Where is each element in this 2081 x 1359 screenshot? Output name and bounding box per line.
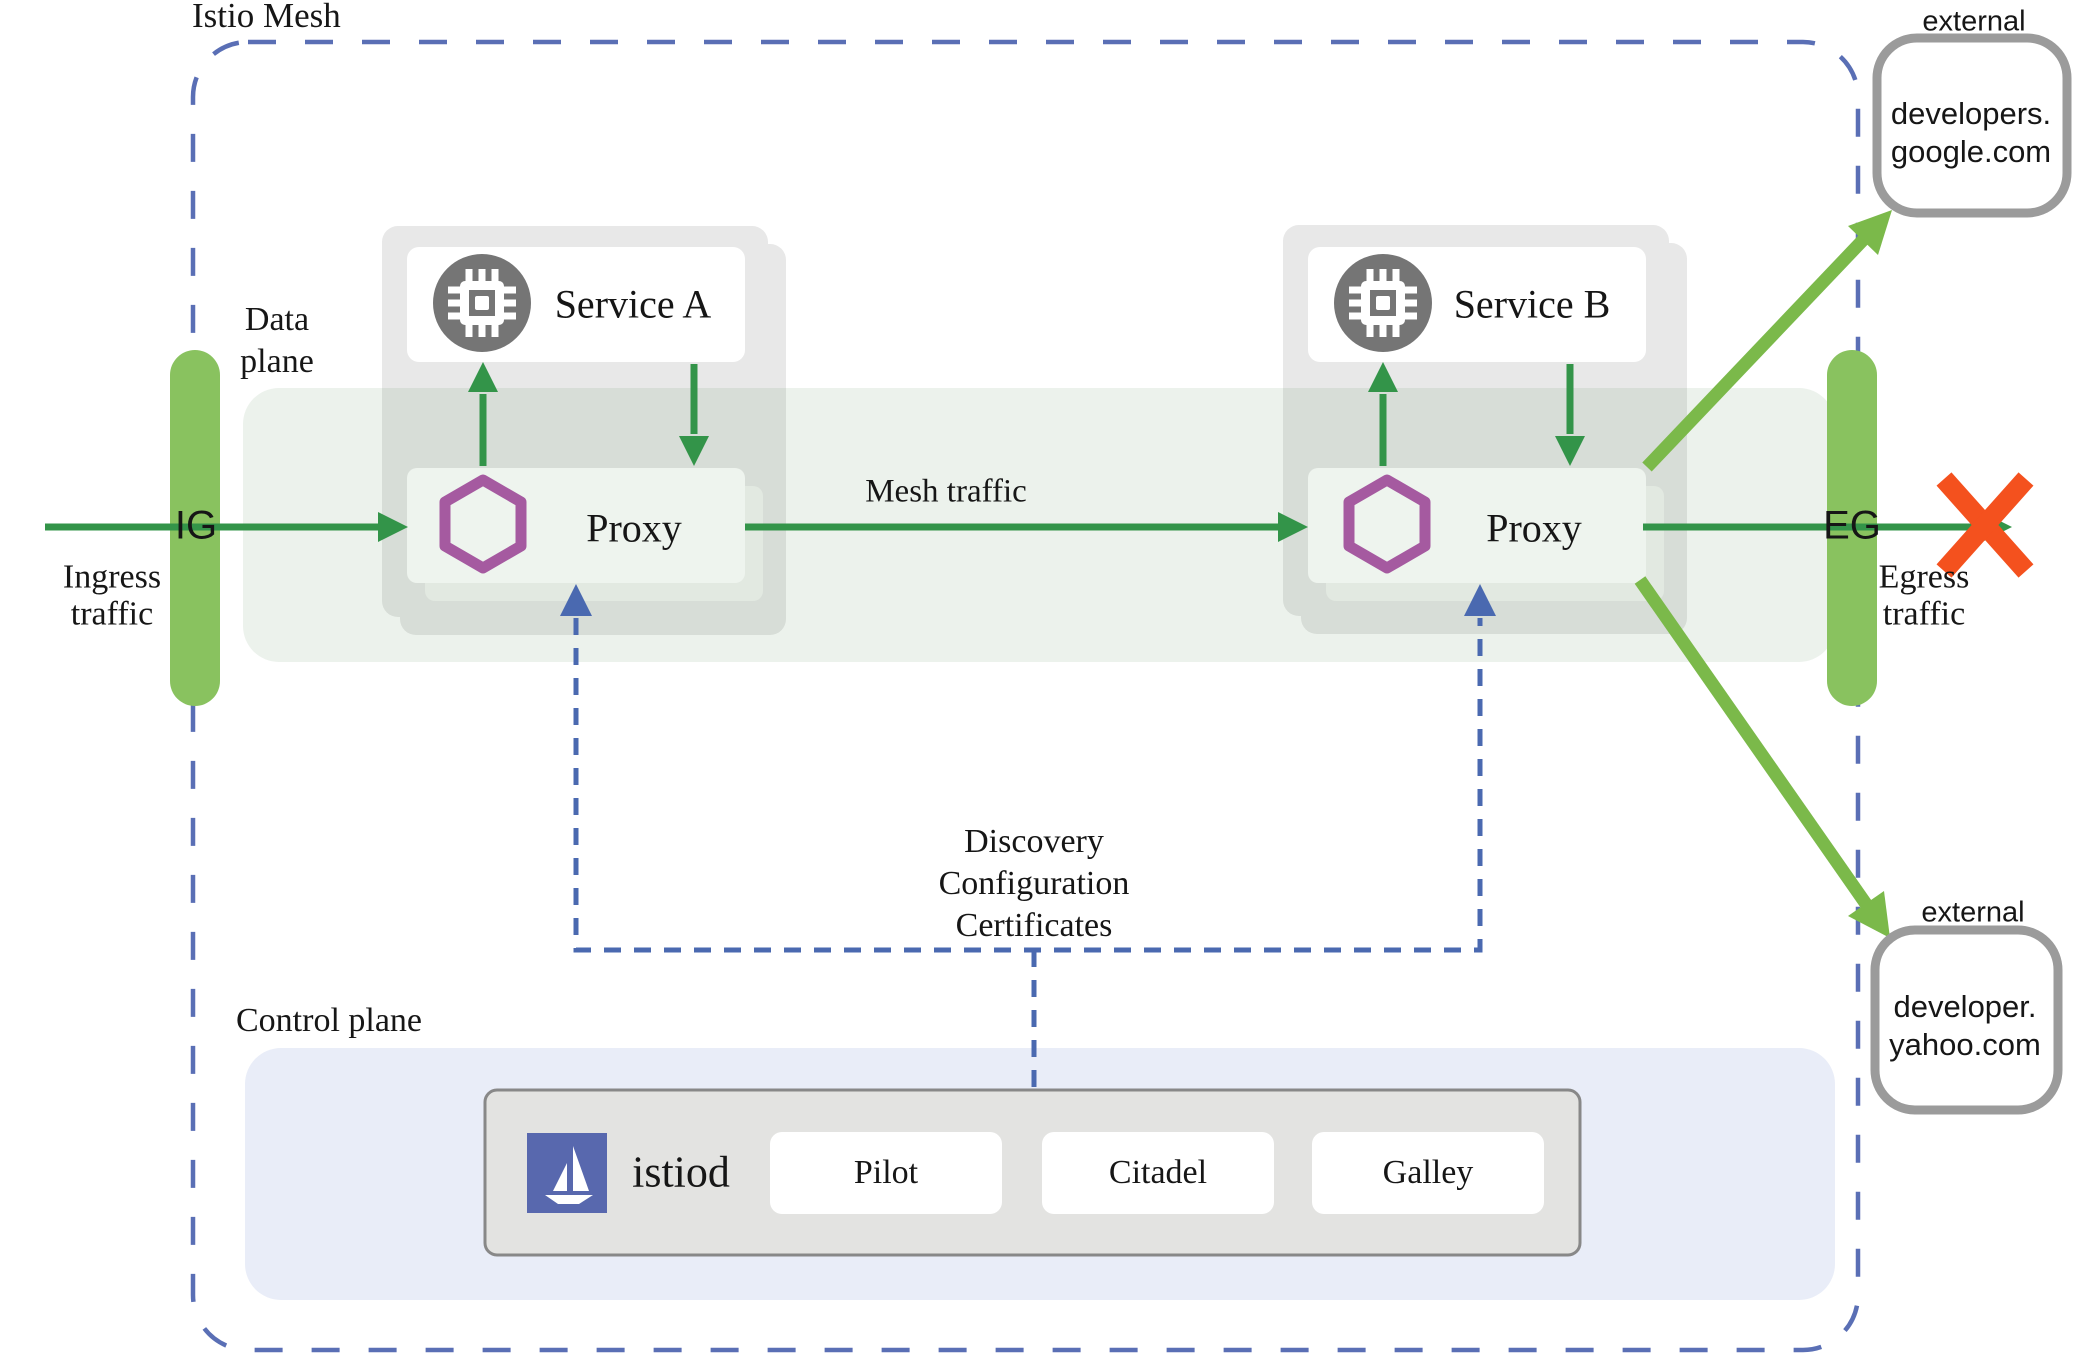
galley-label: Galley [1382,1154,1474,1191]
istiod-box [483,1088,1582,1257]
traffic-arrows [45,362,2012,542]
blocked-x-icon [1936,472,2034,578]
ingress-gateway-label: IG [174,503,218,548]
config-arrowhead-proxy-b [1464,584,1496,616]
proxy-a-hexagon-icon [439,474,527,574]
istiod-label: istiod [632,1147,730,1197]
citadel-box [1042,1132,1274,1214]
config-arrowhead-proxy-a [560,584,592,616]
mesh-traffic-arrow [745,512,1308,542]
pilot-label: Pilot [853,1154,919,1191]
proxy-a-to-service-a-arrow [468,362,498,466]
external-arrows [1634,210,1892,938]
external-google-box [1872,33,2072,218]
service-b-cpu-icon [1334,254,1432,352]
proxy-a-label: Proxy [586,505,682,551]
external-yahoo-box [1870,925,2063,1115]
proxy-b-to-service-b-arrow [1368,362,1398,466]
proxy-b-label: Proxy [1486,505,1582,551]
config-channel-label: Discovery Configuration Certificates [938,822,1130,945]
service-a-label: Service A [554,281,712,327]
proxy-a-box [407,468,763,601]
proxy-b-box [1308,468,1664,601]
service-a-cpu-icon [433,254,531,352]
proxy-b-to-google-arrow [1642,210,1892,472]
external-google-host: developers. google.com [1890,96,2052,169]
data-plane-label: Data plane [240,300,314,380]
config-channel [560,584,1496,1090]
egress-traffic-label: Egress traffic [1878,558,1970,633]
service-b-label: Service B [1453,281,1611,327]
egress-gateway-label: EG [1823,503,1881,548]
ingress-traffic-label: Ingress traffic [62,558,162,633]
external-google-tag: external [1922,5,2026,38]
mesh-traffic-label: Mesh traffic [865,473,1027,510]
istio-mesh-border [190,39,1861,1353]
istio-mesh-label: Istio Mesh [192,0,341,35]
galley-box [1312,1132,1544,1214]
service-a-to-proxy-a-arrow [679,364,709,466]
pilot-box [770,1132,1002,1214]
external-yahoo-host: developer. yahoo.com [1889,989,2041,1062]
citadel-label: Citadel [1108,1154,1208,1191]
service-b-to-proxy-b-arrow [1555,364,1585,466]
external-yahoo-tag: external [1921,896,2025,929]
proxy-b-hexagon-icon [1343,474,1431,574]
proxy-b-to-yahoo-arrow [1634,576,1890,938]
istio-logo-icon [527,1133,607,1213]
ingress-arrow [45,512,408,542]
control-plane-label: Control plane [236,1002,423,1039]
